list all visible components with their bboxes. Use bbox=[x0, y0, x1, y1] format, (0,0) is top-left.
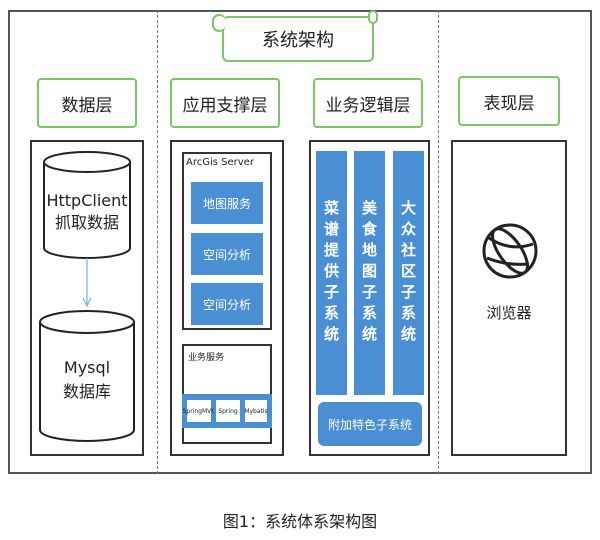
extra-subsystem: 附加特色子系统 bbox=[318, 402, 422, 446]
spring-block: Spring bbox=[214, 398, 242, 424]
arcgis-item-1: 地图服务 bbox=[191, 182, 263, 224]
httpclient-line1: HttpClient bbox=[46, 191, 128, 210]
httpclient-text: HttpClient 抓取数据 bbox=[30, 190, 144, 234]
scroll-curl-right bbox=[368, 10, 378, 24]
recipe-subsystem: 菜谱提供子系统 bbox=[316, 151, 347, 395]
layer-divider-2 bbox=[438, 10, 439, 474]
view-layer-panel bbox=[451, 140, 567, 456]
diagram-title-text: 系统架构 bbox=[262, 30, 334, 51]
figure-caption: 图1：系统体系架构图 bbox=[222, 512, 378, 531]
community-subsystem: 大众社区子系统 bbox=[393, 151, 424, 395]
mysql-cylinder bbox=[39, 310, 135, 442]
view-layer-header: 表现层 bbox=[458, 76, 560, 126]
data-layer-drawing bbox=[39, 151, 135, 442]
browser-label: 浏览器 bbox=[486, 304, 532, 322]
arcgis-item-2: 空间分析 bbox=[191, 233, 263, 275]
community-subsystem-label: 大众社区子系统 bbox=[399, 199, 417, 347]
springmvc-block: SpringMVC bbox=[182, 398, 216, 424]
mysql-line2: 数据库 bbox=[62, 382, 111, 401]
springmvc-label: SpringMVC bbox=[182, 407, 216, 415]
arcgis-item-3-label: 空间分析 bbox=[202, 297, 251, 312]
view-layer-label: 表现层 bbox=[483, 93, 535, 114]
httpclient-line2: 抓取数据 bbox=[54, 213, 119, 232]
httpclient-cylinder bbox=[43, 151, 131, 259]
food-map-subsystem: 美食地图子系统 bbox=[354, 151, 385, 395]
mybatis-block: Mybatis bbox=[243, 398, 269, 424]
arcgis-item-2-label: 空间分析 bbox=[202, 247, 251, 262]
scroll-curl-left bbox=[212, 14, 226, 32]
recipe-subsystem-label: 菜谱提供子系统 bbox=[322, 199, 340, 347]
app-layer-header: 应用支撑层 bbox=[170, 78, 280, 128]
extra-subsystem-label: 附加特色子系统 bbox=[327, 417, 412, 432]
biz-layer-label: 业务逻辑层 bbox=[325, 95, 411, 116]
data-layer-label: 数据层 bbox=[61, 95, 113, 116]
app-layer-label: 应用支撑层 bbox=[182, 95, 268, 116]
diagram-title: 系统架构 bbox=[222, 16, 374, 62]
mysql-line1: Mysql bbox=[63, 358, 111, 377]
arcgis-title: ArcGis Server bbox=[186, 157, 254, 168]
mybatis-label: Mybatis bbox=[244, 407, 268, 415]
data-flow-arrowhead bbox=[82, 297, 92, 308]
layer-divider-1 bbox=[157, 10, 158, 474]
food-map-subsystem-label: 美食地图子系统 bbox=[360, 199, 378, 347]
arcgis-item-3: 空间分析 bbox=[191, 283, 263, 325]
spring-label: Spring bbox=[218, 407, 238, 415]
globe-icon bbox=[482, 223, 538, 279]
biz-layer-header: 业务逻辑层 bbox=[313, 78, 423, 128]
mysql-text: Mysql 数据库 bbox=[30, 356, 144, 404]
biz-service-title: 业务服务 bbox=[188, 353, 225, 363]
arcgis-item-1-label: 地图服务 bbox=[202, 196, 251, 211]
data-layer-header: 数据层 bbox=[37, 78, 137, 128]
